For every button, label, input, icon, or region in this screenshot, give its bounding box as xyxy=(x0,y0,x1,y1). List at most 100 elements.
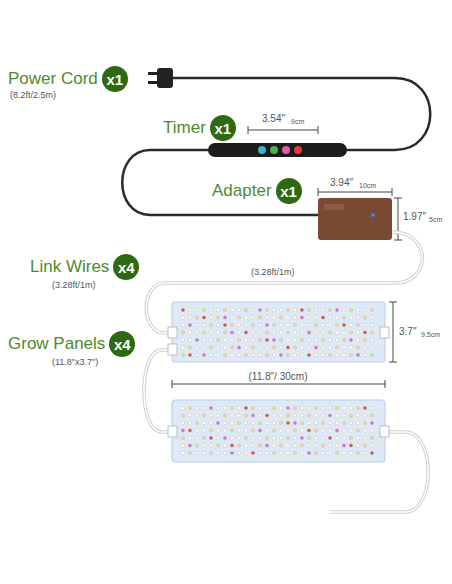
led xyxy=(335,353,338,356)
led xyxy=(279,308,282,311)
led xyxy=(293,323,296,326)
led xyxy=(335,451,338,454)
led xyxy=(244,346,247,349)
led xyxy=(342,421,345,424)
dimension-tick xyxy=(389,302,397,303)
adapter-box xyxy=(318,198,392,240)
led xyxy=(349,316,352,319)
led xyxy=(286,444,289,447)
led xyxy=(307,406,310,409)
led xyxy=(279,353,282,356)
led xyxy=(286,421,289,424)
led xyxy=(202,421,205,424)
led xyxy=(272,353,275,356)
led xyxy=(279,436,282,439)
led xyxy=(328,353,331,356)
led xyxy=(202,444,205,447)
led xyxy=(237,444,240,447)
led xyxy=(335,338,338,341)
led xyxy=(328,429,331,432)
led xyxy=(188,406,191,409)
led xyxy=(202,323,205,326)
led xyxy=(216,436,219,439)
led xyxy=(321,331,324,334)
led xyxy=(251,353,254,356)
led xyxy=(244,331,247,334)
led xyxy=(209,308,212,311)
led xyxy=(188,353,191,356)
led xyxy=(258,429,261,432)
led xyxy=(223,421,226,424)
led xyxy=(202,353,205,356)
dimension-label: (11.8″/ 30cm) xyxy=(246,372,311,382)
led xyxy=(335,316,338,319)
plug-prong xyxy=(148,81,158,84)
component-callout: Link Wiresx4 xyxy=(30,254,139,280)
led xyxy=(342,338,345,341)
led xyxy=(314,414,317,417)
led xyxy=(181,323,184,326)
led xyxy=(181,421,184,424)
panel-connector xyxy=(168,327,177,338)
led xyxy=(251,346,254,349)
led xyxy=(202,308,205,311)
led xyxy=(300,346,303,349)
led xyxy=(223,331,226,334)
led xyxy=(223,323,226,326)
led xyxy=(293,451,296,454)
led xyxy=(251,338,254,341)
led xyxy=(349,353,352,356)
timer-button xyxy=(270,146,278,154)
led xyxy=(328,421,331,424)
led xyxy=(293,429,296,432)
led xyxy=(251,414,254,417)
led xyxy=(258,451,261,454)
led xyxy=(230,308,233,311)
led xyxy=(293,406,296,409)
led xyxy=(279,421,282,424)
led xyxy=(216,414,219,417)
led xyxy=(265,323,268,326)
led xyxy=(370,451,373,454)
led xyxy=(237,323,240,326)
led xyxy=(195,406,198,409)
led xyxy=(265,436,268,439)
led xyxy=(223,346,226,349)
led xyxy=(195,346,198,349)
led xyxy=(272,436,275,439)
dimension-label: 3.7″ xyxy=(399,327,416,337)
led xyxy=(286,436,289,439)
led xyxy=(272,414,275,417)
led xyxy=(202,338,205,341)
led xyxy=(265,338,268,341)
led xyxy=(363,308,366,311)
led xyxy=(279,331,282,334)
led xyxy=(258,421,261,424)
led xyxy=(370,429,373,432)
led xyxy=(195,451,198,454)
dimension-tick xyxy=(318,126,319,134)
led xyxy=(300,429,303,432)
led xyxy=(209,421,212,424)
led xyxy=(244,406,247,409)
led xyxy=(223,316,226,319)
led xyxy=(370,421,373,424)
led xyxy=(244,421,247,424)
led xyxy=(223,429,226,432)
led xyxy=(202,331,205,334)
led xyxy=(223,406,226,409)
led xyxy=(342,444,345,447)
led xyxy=(349,414,352,417)
led xyxy=(363,338,366,341)
led xyxy=(216,308,219,311)
led xyxy=(237,353,240,356)
led xyxy=(342,353,345,356)
led xyxy=(195,323,198,326)
led xyxy=(195,429,198,432)
led xyxy=(258,444,261,447)
led xyxy=(237,316,240,319)
led xyxy=(258,406,261,409)
led xyxy=(328,331,331,334)
led xyxy=(342,436,345,439)
led xyxy=(349,421,352,424)
